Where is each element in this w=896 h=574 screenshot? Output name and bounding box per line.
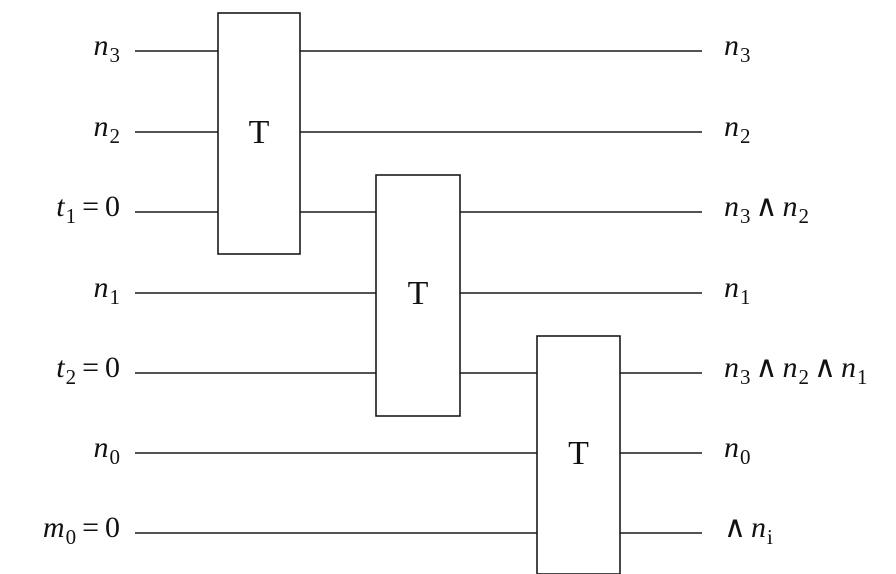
input-label-4: t2=0 xyxy=(0,351,120,388)
and-operator: ∧ xyxy=(755,351,778,384)
input-label-1: n2 xyxy=(0,110,121,147)
and-operator: ∧ xyxy=(813,351,836,384)
input-subscript: 0 xyxy=(65,525,77,549)
input-equals: = xyxy=(82,351,99,384)
input-var: n xyxy=(93,271,109,304)
output-label-1: n2 xyxy=(724,110,751,147)
input-equals: = xyxy=(82,190,99,223)
gate-label-1: T xyxy=(249,114,270,151)
input-subscript: 2 xyxy=(109,124,121,148)
input-var: n xyxy=(93,29,109,62)
output-subscript: 3 xyxy=(740,43,751,67)
input-subscript: 0 xyxy=(109,445,121,469)
output-subscript: 2 xyxy=(798,204,809,228)
input-equals: = xyxy=(82,511,99,544)
input-subscript: 3 xyxy=(109,43,121,67)
output-label-3: n1 xyxy=(724,271,751,308)
gate-1: T xyxy=(217,12,301,255)
output-var: n xyxy=(724,29,739,62)
gate-3: T xyxy=(536,335,621,574)
input-var: t xyxy=(56,190,65,223)
output-subscript: 3 xyxy=(740,204,751,228)
input-var: m xyxy=(42,511,65,544)
input-value: 0 xyxy=(105,190,120,223)
input-label-6: m0=0 xyxy=(0,511,120,548)
gate-box-1 xyxy=(217,12,301,255)
gates-group: T T T xyxy=(217,12,621,574)
input-label-0: n3 xyxy=(0,29,121,66)
output-var: n xyxy=(782,190,798,223)
and-operator: ∧ xyxy=(724,511,746,544)
gate-box-2 xyxy=(375,174,461,417)
output-var: n xyxy=(724,271,739,304)
output-subscript: 1 xyxy=(740,285,751,309)
output-subscript: 0 xyxy=(740,445,751,469)
output-label-4: n3∧n2∧n1 xyxy=(724,351,867,388)
input-subscript: 2 xyxy=(65,365,77,389)
output-label-0: n3 xyxy=(724,29,751,66)
input-value: 0 xyxy=(105,511,120,544)
output-label-5: n0 xyxy=(724,431,751,468)
input-label-3: n1 xyxy=(0,271,121,308)
and-operator: ∧ xyxy=(755,190,778,223)
output-subscript: 1 xyxy=(856,365,868,389)
output-var: n xyxy=(750,511,766,544)
input-subscript: 1 xyxy=(65,204,77,228)
output-var: n xyxy=(724,431,739,464)
output-subscript: 2 xyxy=(740,124,751,148)
gate-label-3: T xyxy=(568,435,589,472)
input-label-2: t1=0 xyxy=(0,190,120,227)
input-var: n xyxy=(93,431,109,464)
input-value: 0 xyxy=(105,351,120,384)
input-label-5: n0 xyxy=(0,431,121,468)
output-var: n xyxy=(724,190,739,223)
output-var: n xyxy=(840,351,856,384)
output-var: n xyxy=(724,110,739,143)
output-subscript: i xyxy=(766,525,773,549)
gate-label-2: T xyxy=(408,275,429,312)
input-var: t xyxy=(56,351,65,384)
output-var: n xyxy=(782,351,798,384)
output-subscript: 3 xyxy=(740,365,751,389)
gate-box-3 xyxy=(536,335,621,574)
output-label-6: ∧ni xyxy=(724,511,773,548)
output-var: n xyxy=(724,351,739,384)
output-label-2: n3∧n2 xyxy=(724,190,809,227)
input-subscript: 1 xyxy=(109,285,121,309)
input-var: n xyxy=(93,110,109,143)
output-subscript: 2 xyxy=(798,365,809,389)
gate-2: T xyxy=(375,174,461,417)
